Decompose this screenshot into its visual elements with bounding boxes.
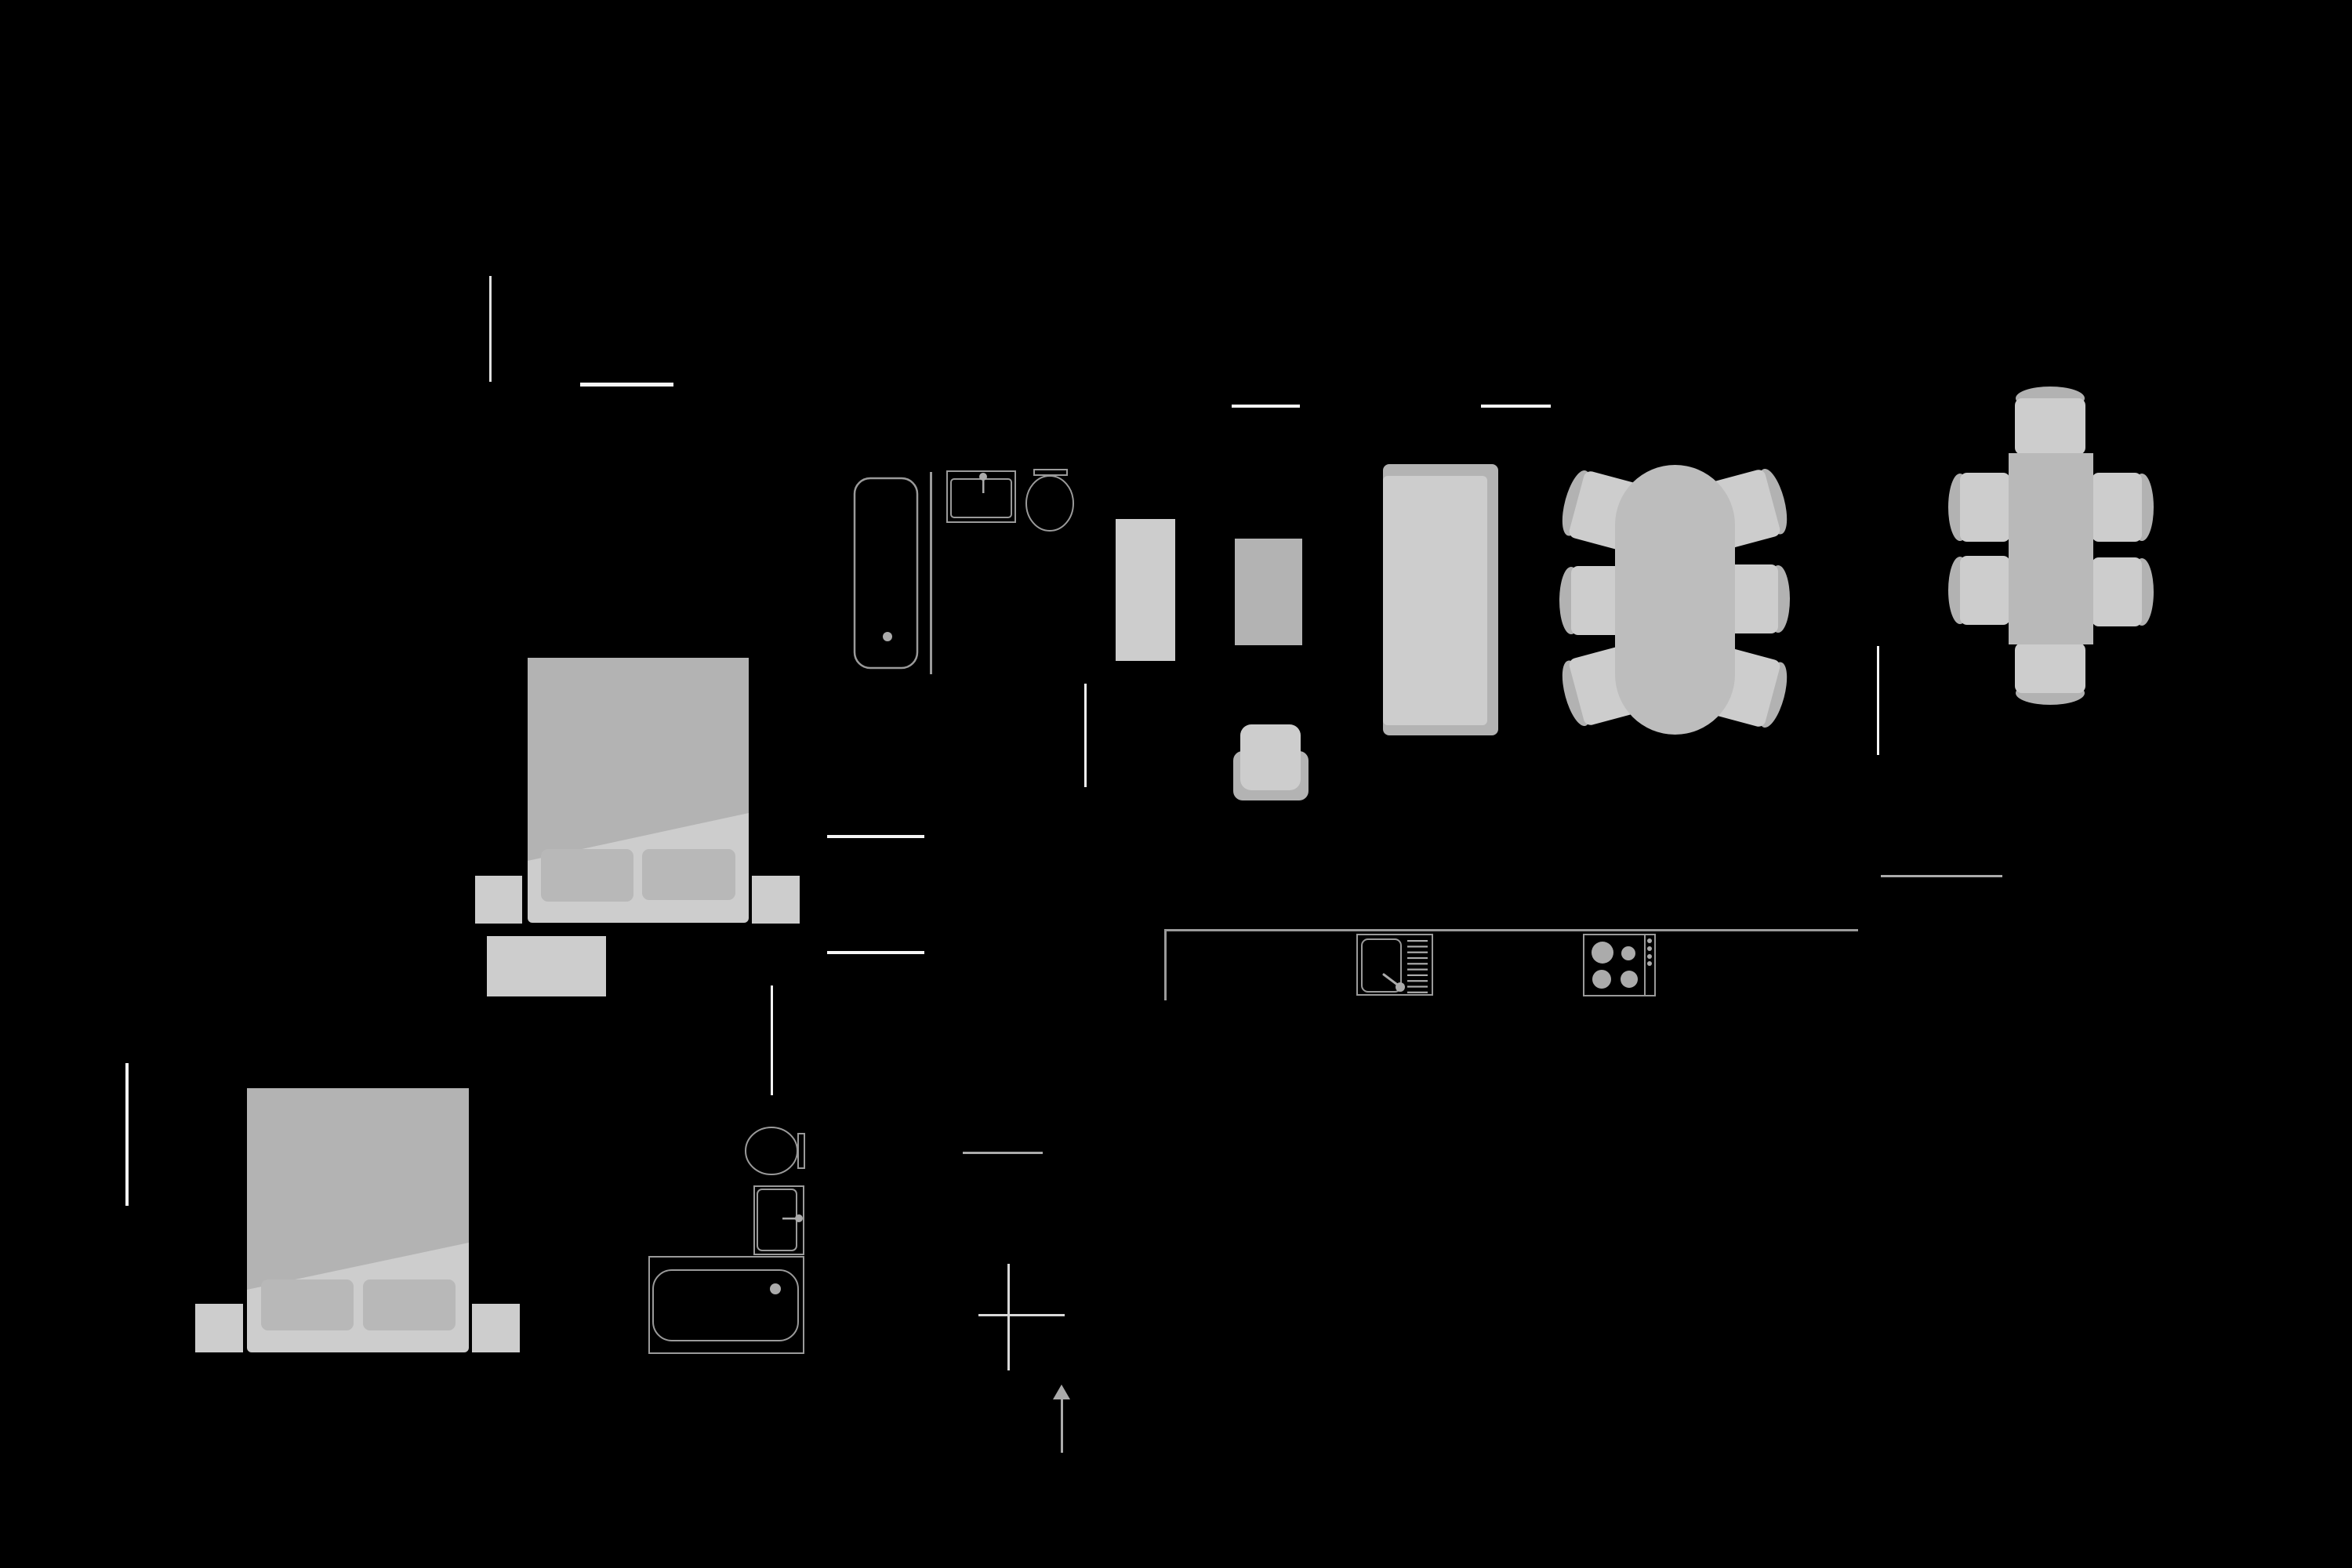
north-arrow-shaft: [1061, 1399, 1063, 1453]
stove-burner-bottom-left: [1592, 970, 1611, 989]
kitchen-counter-top-edge: [1164, 929, 1858, 931]
bed2-nightstand-right: [472, 1304, 520, 1352]
bath1-sink-basin: [950, 478, 1012, 518]
shower-drain: [883, 632, 892, 641]
sofa-seat: [1383, 476, 1487, 725]
axis-cross-horizontal: [978, 1314, 1065, 1316]
bathtub-drain: [770, 1283, 781, 1294]
bed1-pillow-left: [541, 849, 633, 902]
wall-segment-hall-vertical: [771, 985, 773, 1095]
dining2-chair-top: [2015, 387, 2085, 455]
wall-segment-dining-right-vertical: [1877, 646, 1879, 755]
stove-burner-top-left: [1592, 942, 1613, 964]
bath2-sink-basin: [757, 1189, 797, 1251]
bathtub-outer: [648, 1256, 804, 1354]
kitchen-sink-unit: [1356, 934, 1433, 996]
stove-knob-3: [1647, 954, 1652, 959]
stove-knob-4: [1647, 961, 1652, 966]
bath1-sink-faucet-stem: [982, 480, 985, 493]
wall-segment-living-window-right: [1481, 405, 1551, 408]
bath2-toilet-bowl: [745, 1127, 798, 1175]
kitchen-sink-drainer-lines: [1407, 940, 1428, 993]
north-arrow-head: [1053, 1385, 1070, 1399]
wall-segment-bedroom1-window: [580, 383, 673, 387]
wall-segment-bedroom2-window: [125, 1063, 129, 1206]
dining2-table: [2009, 453, 2093, 644]
wall-segment-living-left-vertical: [1084, 684, 1087, 787]
wall-segment-dining-right-horizontal: [1881, 875, 2002, 877]
stove-knob-2: [1647, 946, 1652, 951]
dining2-chair-left-bottom: [1948, 556, 2010, 625]
wall-segment-living-window-left: [1232, 405, 1300, 408]
bed1-duvet: [528, 658, 749, 861]
bed1-nightstand-right: [752, 876, 800, 924]
dining1-chair-left-mid: [1559, 566, 1628, 635]
stove-burner-bottom-right: [1621, 971, 1638, 988]
bed1-nightstand-left: [475, 876, 522, 924]
stove-outline: [1583, 934, 1656, 996]
wall-segment-hall-upper: [827, 835, 924, 838]
bed1-bench: [487, 936, 606, 996]
stove-control-divider: [1644, 935, 1646, 996]
kitchen-counter-left-edge: [1164, 929, 1167, 1000]
dining2-chair-left-top: [1948, 473, 2010, 542]
bed2-pillow-right: [363, 1279, 456, 1330]
bed2-duvet: [247, 1088, 469, 1290]
wall-segment-bathroom1-partition: [930, 472, 932, 674]
dining2-chair-bottom: [2015, 643, 2085, 705]
bath2-sink-outer: [753, 1185, 804, 1255]
wall-segment-top-left-vertical: [489, 276, 492, 382]
dining1-table-oval: [1615, 465, 1735, 735]
bath1-sink-faucet: [979, 473, 987, 481]
kitchen-sink-faucet: [1396, 982, 1405, 992]
bed2-pillow-left: [261, 1279, 354, 1330]
kitchen-sink-basin: [1361, 938, 1402, 993]
dining2-chair-right-top: [2092, 473, 2154, 542]
bath1-toilet-bowl: [1025, 475, 1074, 532]
stove-burner-top-right: [1621, 946, 1635, 960]
bath1-sink-outer: [946, 470, 1016, 523]
coffee-table: [1235, 539, 1302, 645]
bath2-sink-faucet-stem: [782, 1218, 797, 1220]
armchair-seat: [1240, 724, 1301, 790]
axis-cross-vertical: [1007, 1264, 1010, 1370]
bed1-pillow-right: [642, 849, 735, 900]
shower-tray: [853, 477, 919, 670]
stove-knob-1: [1647, 938, 1652, 943]
wall-segment-hall-lower: [827, 951, 924, 954]
bathtub-inner: [652, 1269, 799, 1341]
bath1-toilet-tank: [1033, 469, 1068, 476]
bath2-toilet-tank: [797, 1133, 805, 1169]
dining1-chair-right-mid: [1722, 564, 1790, 633]
wall-segment-bath2-door: [963, 1152, 1043, 1154]
bed2-nightstand-left: [195, 1304, 243, 1352]
tv-sideboard: [1116, 519, 1175, 661]
bath2-sink-faucet: [795, 1214, 803, 1222]
dining2-chair-right-bottom: [2092, 557, 2154, 626]
